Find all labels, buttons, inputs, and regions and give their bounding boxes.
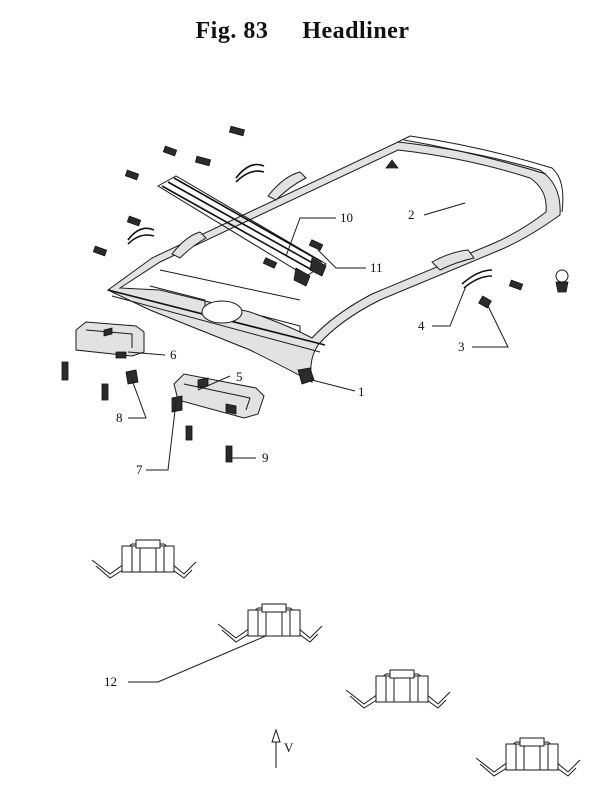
sun-visor-left [75,321,145,359]
callout-5: 5 [236,369,243,384]
callout-6: 6 [170,347,177,362]
figure-number: Fig. 83 [195,18,269,44]
view-arrow: V [271,728,294,768]
callout-11: 11 [370,260,383,275]
retaining-clip-d [475,737,581,777]
callout-8: 8 [116,410,123,425]
callout-labels: 1 2 3 4 5 6 7 8 9 10 11 12 [104,207,465,689]
callout-1: 1 [358,384,365,399]
callout-7: 7 [136,462,143,477]
callout-3: 3 [458,339,465,354]
callout-9: 9 [262,450,269,465]
retaining-clip-b [217,603,323,643]
grab-handles [127,163,493,289]
screws [61,125,569,463]
roof-rail-strip [157,175,327,287]
leader-lines [127,202,509,683]
callout-4: 4 [418,318,425,333]
retaining-clip-c [345,669,451,709]
view-label: V [284,740,294,755]
callout-10: 10 [340,210,353,225]
callout-12: 12 [104,674,117,689]
figure-title: Fig. 83 Headliner [0,18,605,45]
retaining-clip-a [91,539,197,579]
headliner-panel [107,135,564,385]
callout-2: 2 [408,207,415,222]
sun-visor-right [173,373,265,419]
figure-name: Headliner [302,18,410,44]
